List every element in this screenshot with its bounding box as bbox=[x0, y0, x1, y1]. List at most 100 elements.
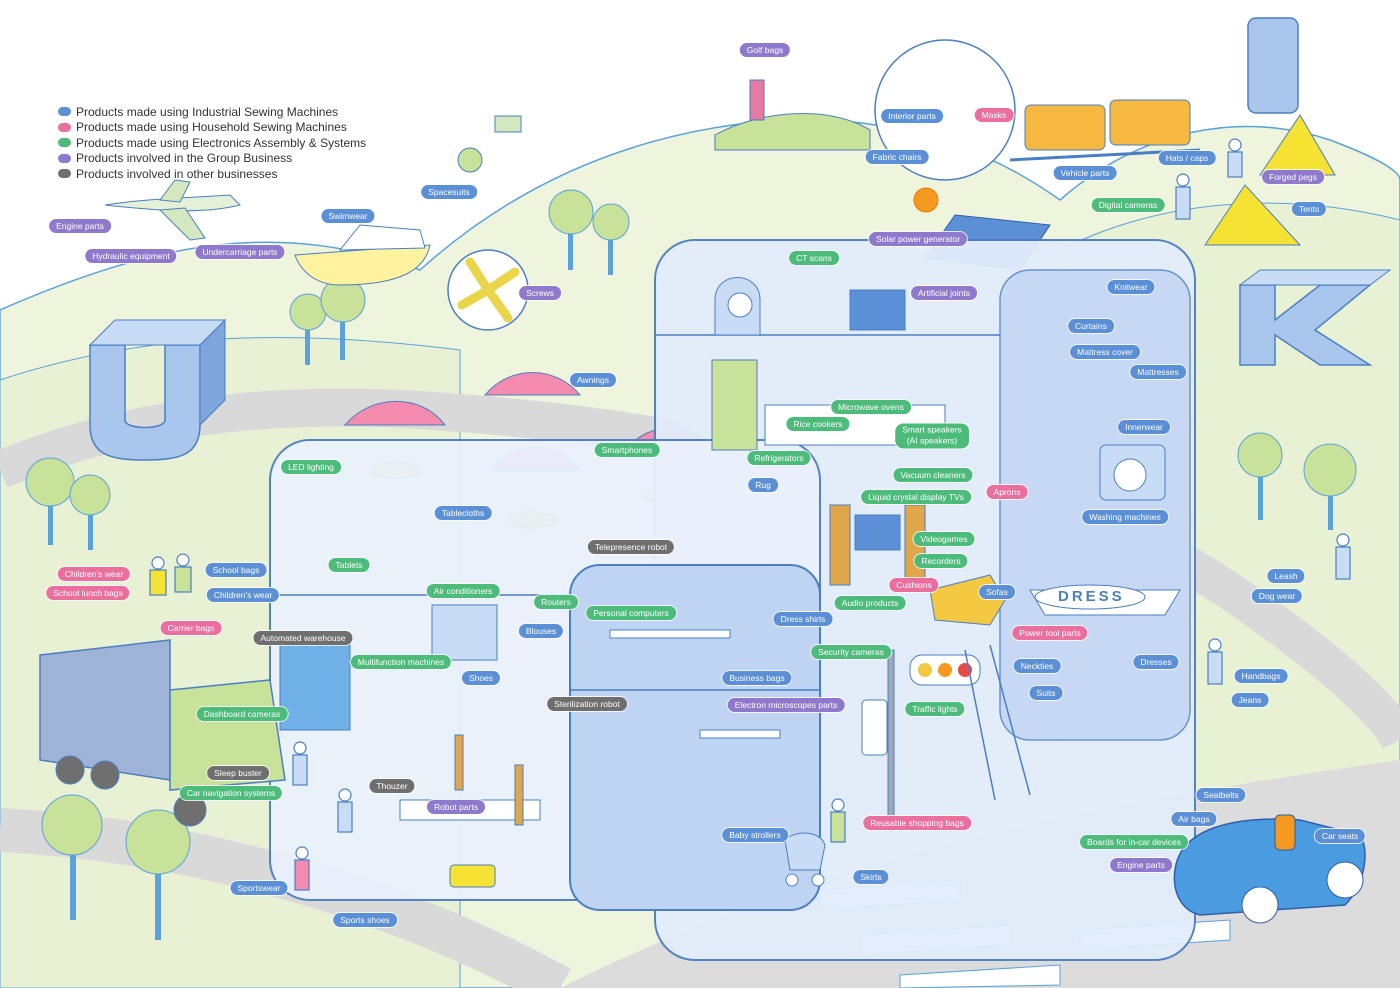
tag-forged-pegs: Forged pegs bbox=[1262, 170, 1324, 184]
tag-screws: Screws bbox=[519, 286, 561, 300]
tag-shoes: Shoes bbox=[461, 671, 501, 685]
tag-business-bags: Business bags bbox=[722, 671, 792, 685]
letter-k-block bbox=[1238, 269, 1392, 366]
tag-neckties: Neckties bbox=[1013, 659, 1061, 673]
tent-large bbox=[1204, 184, 1302, 246]
golf-green bbox=[714, 113, 871, 151]
tag-masks: Masks bbox=[974, 108, 1014, 122]
tag-traffic-lights: Traffic lights bbox=[905, 702, 965, 716]
screw-bubble bbox=[447, 249, 529, 331]
legend-label: Products involved in other businesses bbox=[76, 166, 278, 181]
tag-engine-parts-plane: Engine parts bbox=[49, 219, 111, 233]
tag-refrigerators: Refrigerators bbox=[747, 451, 811, 465]
tag-washing-machines: Washing machines bbox=[1082, 510, 1168, 524]
tag-skirts: Skirts bbox=[853, 870, 889, 884]
legend-item-group: Products involved in the Group Business bbox=[58, 151, 366, 167]
tag-smartphones: Smartphones bbox=[594, 443, 660, 457]
people bbox=[149, 138, 1351, 891]
convertible-car bbox=[1173, 814, 1366, 924]
legend-item-household: Products made using Household Sewing Mac… bbox=[58, 120, 366, 136]
tag-thouzer: Thouzer bbox=[369, 779, 415, 793]
legend-swatch-household bbox=[58, 122, 71, 132]
tag-automated-warehouse: Automated warehouse bbox=[253, 631, 353, 645]
tag-videogames: Videogames bbox=[913, 532, 975, 546]
legend-label: Products made using Household Sewing Mac… bbox=[76, 120, 347, 135]
tag-aprons: Aprons bbox=[986, 485, 1028, 499]
tag-vehicle-parts: Vehicle parts bbox=[1053, 166, 1117, 180]
tag-ct-scans: CT scans bbox=[789, 251, 839, 265]
tag-childrens-wear-blue: Children's wear bbox=[206, 588, 280, 602]
satellite bbox=[494, 115, 522, 133]
tag-suits: Suits bbox=[1029, 686, 1063, 700]
tag-sleep-buster: Sleep buster bbox=[207, 766, 269, 780]
legend-label: Products made using Electronics Assembly… bbox=[76, 135, 367, 150]
train-interior-bubble bbox=[874, 39, 1016, 181]
tag-spacesuits: Spacesuits bbox=[421, 185, 477, 199]
tag-jeans: Jeans bbox=[1231, 693, 1269, 707]
tag-awnings: Awnings bbox=[570, 373, 616, 387]
tag-digital-cameras: Digital cameras bbox=[1091, 198, 1165, 212]
tag-tents: Tents bbox=[1291, 202, 1327, 216]
legend-swatch-group bbox=[58, 153, 71, 163]
tag-microwave-ovens: Microwave ovens bbox=[831, 400, 911, 414]
tag-boards-for-in-car-devices: Boards for in-car devices bbox=[1079, 835, 1189, 849]
tag-school-lunch-bags: School lunch bags bbox=[46, 586, 130, 600]
tag-air-conditioners: Air conditioners bbox=[426, 584, 500, 598]
tag-car-seats: Car seats bbox=[1314, 829, 1366, 843]
legend-label: Products involved in the Group Business bbox=[76, 151, 293, 166]
tag-sportswear: Sportswear bbox=[230, 881, 288, 895]
tag-dashboard-cameras: Dashboard cameras bbox=[196, 707, 288, 721]
letter-u-block bbox=[88, 318, 227, 461]
tag-blouses: Blouses bbox=[518, 624, 564, 638]
tag-sterilization-robot: Sterilization robot bbox=[547, 697, 627, 711]
tag-engine-parts-car: Engine parts bbox=[1110, 858, 1172, 872]
legend-swatch-industrial bbox=[58, 107, 71, 117]
tag-hats-caps: Hats / caps bbox=[1158, 151, 1216, 165]
tag-audio-products: Audio products bbox=[834, 596, 906, 610]
airplane bbox=[104, 179, 241, 241]
tag-hydraulic-equipment: Hydraulic equipment bbox=[85, 249, 177, 263]
legend: Products made using Industrial Sewing Ma… bbox=[58, 104, 366, 182]
legend-item-electronics: Products made using Electronics Assembly… bbox=[58, 135, 366, 151]
tag-childrens-wear-pink: Children's wear bbox=[57, 567, 131, 581]
tag-air-bags: Air bags bbox=[1171, 812, 1217, 826]
legend-item-industrial: Products made using Industrial Sewing Ma… bbox=[58, 104, 366, 120]
astronaut bbox=[457, 147, 483, 173]
tag-personal-computers: Personal computers bbox=[586, 606, 676, 620]
tag-carrier-bags: Carrier bags bbox=[160, 621, 222, 635]
tag-dress-shirts: Dress shirts bbox=[773, 612, 833, 626]
legend-label: Products made using Industrial Sewing Ma… bbox=[76, 104, 339, 119]
building-block bbox=[1247, 17, 1299, 114]
tag-solar-power-generator: Solar power generator bbox=[868, 232, 968, 246]
building bbox=[269, 239, 1196, 961]
right-road bbox=[1170, 543, 1400, 750]
baby-stroller bbox=[784, 832, 826, 887]
tag-reusable-shopping-bags: Reusable shopping bags bbox=[863, 816, 971, 830]
tag-baby-strollers: Baby strollers bbox=[722, 828, 788, 842]
tag-dresses: Dresses bbox=[1133, 655, 1179, 669]
tag-tablets: Tablets bbox=[328, 558, 370, 572]
tag-lcd-tvs: Liquid crystal display TVs bbox=[861, 490, 971, 504]
tag-sports-shoes: Sports shoes bbox=[333, 913, 397, 927]
sun bbox=[913, 187, 939, 213]
tag-rice-cookers: Rice cookers bbox=[786, 417, 850, 431]
tag-knitwear: Knitwear bbox=[1107, 280, 1155, 294]
tag-telepresence-robot: Telepresence robot bbox=[587, 540, 675, 554]
tag-sofas: Sofas bbox=[979, 585, 1015, 599]
tag-mattress-cover: Mattress cover bbox=[1070, 345, 1140, 359]
tag-tablecloths: Tablecloths bbox=[434, 506, 492, 520]
tag-golf-bags: Golf bags bbox=[739, 43, 791, 57]
legend-swatch-other bbox=[58, 169, 71, 179]
boat bbox=[294, 224, 431, 286]
tag-power-tool-parts: Power tool parts bbox=[1012, 626, 1088, 640]
dress-shop-sign: DRESS bbox=[1058, 588, 1125, 605]
tag-recorders: Recorders bbox=[914, 554, 968, 568]
tag-seatbelts: Seatbelts bbox=[1196, 788, 1246, 802]
tag-rug: Rug bbox=[748, 478, 778, 492]
tag-fabric-chairs: Fabric chairs bbox=[865, 150, 929, 164]
tag-handbags: Handbags bbox=[1234, 669, 1288, 683]
tag-innerwear: Innerwear bbox=[1118, 420, 1170, 434]
tag-multifunction-machines: Multifunction machines bbox=[350, 655, 452, 669]
tag-dog-wear: Dog wear bbox=[1251, 589, 1303, 603]
